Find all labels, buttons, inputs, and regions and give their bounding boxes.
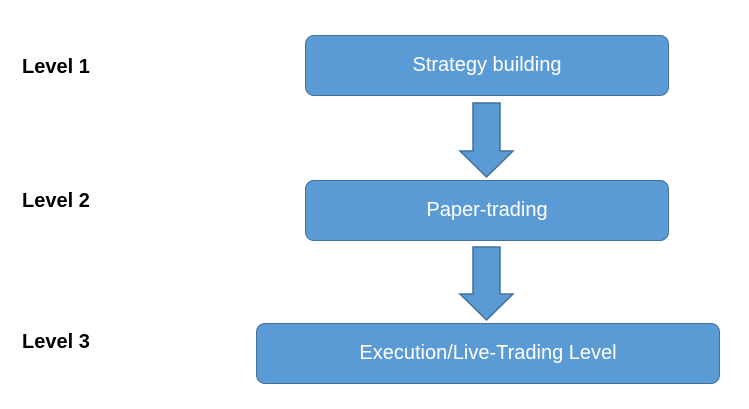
level-1-label: Level 1 (22, 56, 90, 78)
level-3-label: Level 3 (22, 331, 90, 353)
down-arrow-icon (458, 246, 515, 322)
execution-live-trading-box: Execution/Live-Trading Level (256, 323, 720, 384)
paper-trading-box: Paper-trading (305, 180, 669, 241)
down-arrow-icon (458, 102, 515, 179)
execution-live-trading-text: Execution/Live-Trading Level (359, 342, 617, 364)
paper-trading-text: Paper-trading (426, 199, 548, 221)
strategy-building-box: Strategy building (305, 35, 669, 96)
strategy-building-text: Strategy building (412, 54, 562, 76)
level-2-label: Level 2 (22, 190, 90, 212)
